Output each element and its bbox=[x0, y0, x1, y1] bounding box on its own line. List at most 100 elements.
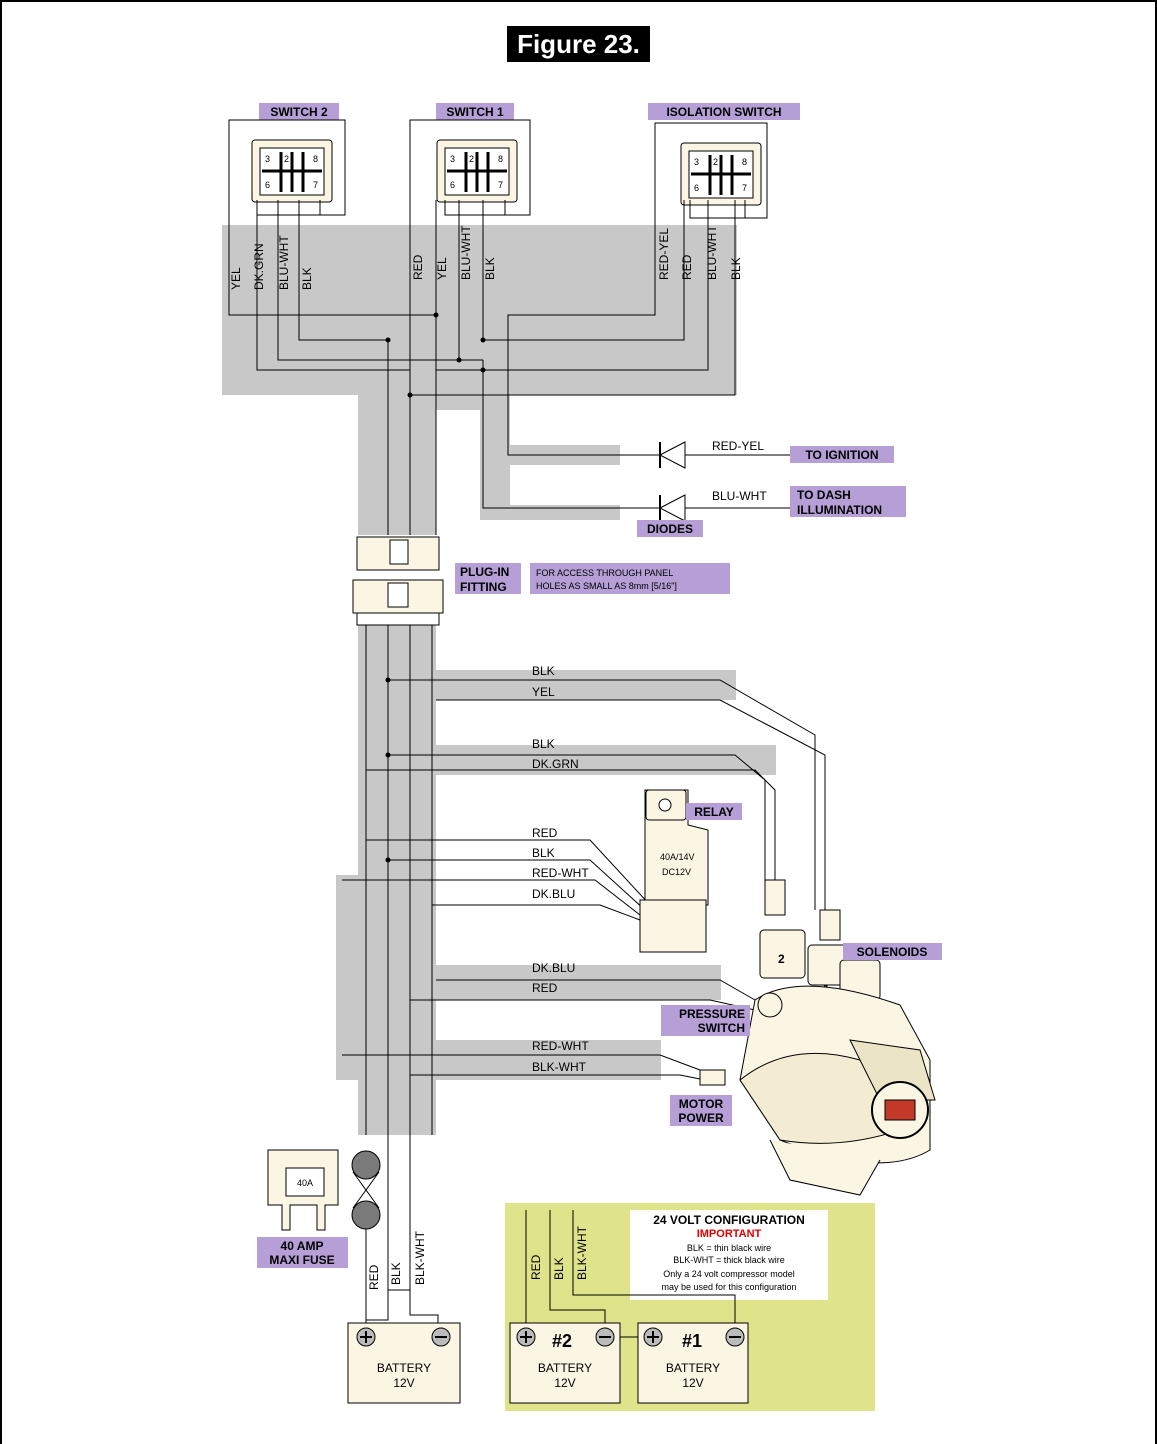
svg-text:RED: RED bbox=[411, 254, 425, 280]
svg-text:PRESSURE: PRESSURE bbox=[679, 1007, 745, 1021]
svg-text:YEL: YEL bbox=[532, 685, 555, 699]
compressor: 2 1 SOLENOIDS PRESSURE SWITCH MOTOR POWE… bbox=[661, 879, 942, 1196]
svg-text:#1: #1 bbox=[682, 1331, 702, 1351]
svg-text:POWER: POWER bbox=[678, 1111, 724, 1125]
svg-text:BLK-WHT: BLK-WHT bbox=[532, 1060, 587, 1074]
svg-text:DC12V: DC12V bbox=[662, 867, 691, 877]
switch-1: SWITCH 1 3 2 8 6 7 bbox=[436, 103, 518, 203]
svg-text:3: 3 bbox=[265, 154, 270, 164]
svg-text:DK.GRN: DK.GRN bbox=[252, 243, 266, 290]
svg-text:6: 6 bbox=[265, 180, 270, 190]
svg-text:BLK: BLK bbox=[532, 664, 555, 678]
relay: 40A/14V DC12V RELAY bbox=[639, 789, 742, 953]
svg-text:7: 7 bbox=[498, 180, 503, 190]
svg-text:RED: RED bbox=[529, 1254, 543, 1280]
svg-text:DIODES: DIODES bbox=[647, 522, 693, 536]
svg-text:RED-WHT: RED-WHT bbox=[532, 1039, 589, 1053]
svg-text:7: 7 bbox=[313, 180, 318, 190]
switch-2-label: SWITCH 2 bbox=[270, 105, 328, 119]
svg-text:BLU-WHT: BLU-WHT bbox=[705, 225, 719, 280]
svg-text:ILLUMINATION: ILLUMINATION bbox=[797, 503, 882, 517]
svg-text:12V: 12V bbox=[554, 1376, 575, 1390]
svg-text:BLU-WHT: BLU-WHT bbox=[459, 225, 473, 280]
harness-labels: BLK YEL BLK DK.GRN RED BLK RED-WHT DK.BL… bbox=[532, 664, 589, 1074]
svg-text:BLK: BLK bbox=[532, 737, 555, 751]
svg-text:SOLENOIDS: SOLENOIDS bbox=[857, 945, 928, 959]
svg-text:RED: RED bbox=[532, 826, 558, 840]
isolation-switch: ISOLATION SWITCH 3 2 8 6 7 bbox=[648, 103, 800, 206]
svg-text:BLK-WHT: BLK-WHT bbox=[413, 1230, 427, 1285]
svg-text:RELAY: RELAY bbox=[694, 805, 734, 819]
svg-text:SWITCH: SWITCH bbox=[698, 1021, 745, 1035]
svg-text:BLK = thin black wire: BLK = thin black wire bbox=[687, 1243, 771, 1253]
svg-text:8: 8 bbox=[742, 157, 747, 167]
svg-text:40 AMP: 40 AMP bbox=[281, 1239, 324, 1253]
svg-text:BLK: BLK bbox=[729, 257, 743, 280]
svg-text:BLK: BLK bbox=[483, 257, 497, 280]
svg-text:6: 6 bbox=[694, 183, 699, 193]
svg-text:MAXI FUSE: MAXI FUSE bbox=[269, 1253, 334, 1267]
svg-text:RED: RED bbox=[680, 254, 694, 280]
svg-text:3: 3 bbox=[450, 154, 455, 164]
svg-text:40A: 40A bbox=[297, 1178, 313, 1188]
svg-text:RED: RED bbox=[532, 981, 558, 995]
svg-text:DK.BLU: DK.BLU bbox=[532, 961, 575, 975]
svg-text:BLU-WHT: BLU-WHT bbox=[277, 235, 291, 290]
switch-2: SWITCH 2 3 2 8 6 7 bbox=[251, 103, 339, 203]
switch-1-label: SWITCH 1 bbox=[446, 105, 504, 119]
svg-text:2: 2 bbox=[778, 952, 785, 966]
svg-text:may be used for this configura: may be used for this configuration bbox=[661, 1282, 796, 1292]
svg-text:FITTING: FITTING bbox=[460, 580, 507, 594]
figure-title: Figure 23. bbox=[507, 26, 650, 62]
svg-text:BATTERY: BATTERY bbox=[538, 1361, 592, 1375]
svg-text:RED-YEL: RED-YEL bbox=[712, 439, 764, 453]
svg-text:#2: #2 bbox=[552, 1331, 572, 1351]
svg-text:HOLES AS SMALL AS 8mm [5/16"]: HOLES AS SMALL AS 8mm [5/16"] bbox=[536, 581, 677, 591]
svg-text:8: 8 bbox=[313, 154, 318, 164]
svg-text:BLK: BLK bbox=[552, 1257, 566, 1280]
config-24v: 24 VOLT CONFIGURATION IMPORTANT BLK = th… bbox=[505, 1203, 875, 1411]
svg-text:24 VOLT CONFIGURATION: 24 VOLT CONFIGURATION bbox=[653, 1213, 805, 1227]
maxi-fuse: 40A 40 AMP MAXI FUSE bbox=[257, 1149, 381, 1326]
svg-text:12V: 12V bbox=[682, 1376, 703, 1390]
upper-wires bbox=[228, 119, 768, 535]
plug-in-fitting: PLUG-IN FITTING FOR ACCESS THROUGH PANEL… bbox=[352, 536, 730, 626]
svg-text:MOTOR: MOTOR bbox=[679, 1097, 724, 1111]
svg-text:IMPORTANT: IMPORTANT bbox=[697, 1228, 762, 1240]
svg-text:BLU-WHT: BLU-WHT bbox=[712, 489, 767, 503]
wire-junctions bbox=[385, 312, 486, 863]
svg-text:PLUG-IN: PLUG-IN bbox=[460, 565, 509, 579]
lower-wires bbox=[342, 625, 826, 1135]
svg-text:DK.BLU: DK.BLU bbox=[532, 887, 575, 901]
svg-text:2: 2 bbox=[713, 157, 718, 167]
svg-text:6: 6 bbox=[450, 180, 455, 190]
svg-text:BLK: BLK bbox=[389, 1262, 403, 1285]
svg-text:BLK: BLK bbox=[532, 846, 555, 860]
diodes: RED-YEL BLU-WHT TO IGNITION TO DASH ILLU… bbox=[625, 439, 906, 537]
svg-text:40A/14V: 40A/14V bbox=[660, 852, 695, 862]
svg-text:FOR ACCESS THROUGH PANEL: FOR ACCESS THROUGH PANEL bbox=[536, 568, 673, 578]
battery-12v: RED BLK BLK-WHT BATTERY 12V bbox=[347, 1135, 461, 1404]
svg-text:RED-YEL: RED-YEL bbox=[657, 228, 671, 280]
svg-text:8: 8 bbox=[498, 154, 503, 164]
svg-text:YEL: YEL bbox=[435, 257, 449, 280]
svg-text:12V: 12V bbox=[393, 1376, 414, 1390]
svg-text:BATTERY: BATTERY bbox=[666, 1361, 720, 1375]
svg-text:BLK: BLK bbox=[300, 267, 314, 290]
svg-text:Only a 24 volt compressor mode: Only a 24 volt compressor model bbox=[663, 1269, 795, 1279]
svg-text:BATTERY: BATTERY bbox=[377, 1361, 431, 1375]
isolation-switch-label: ISOLATION SWITCH bbox=[666, 105, 781, 119]
svg-text:RED-WHT: RED-WHT bbox=[532, 866, 589, 880]
svg-text:BLK-WHT = thick black wire: BLK-WHT = thick black wire bbox=[673, 1255, 785, 1265]
switch-wire-labels: YEL DK.GRN BLU-WHT BLK RED YEL BLU-WHT B… bbox=[229, 225, 743, 290]
svg-text:TO IGNITION: TO IGNITION bbox=[805, 448, 878, 462]
svg-text:RED: RED bbox=[367, 1264, 381, 1290]
svg-text:TO DASH: TO DASH bbox=[797, 488, 851, 502]
svg-text:3: 3 bbox=[694, 157, 699, 167]
svg-text:BLK-WHT: BLK-WHT bbox=[575, 1225, 589, 1280]
svg-text:YEL: YEL bbox=[229, 267, 243, 290]
svg-text:7: 7 bbox=[742, 183, 747, 193]
svg-text:2: 2 bbox=[284, 154, 289, 164]
